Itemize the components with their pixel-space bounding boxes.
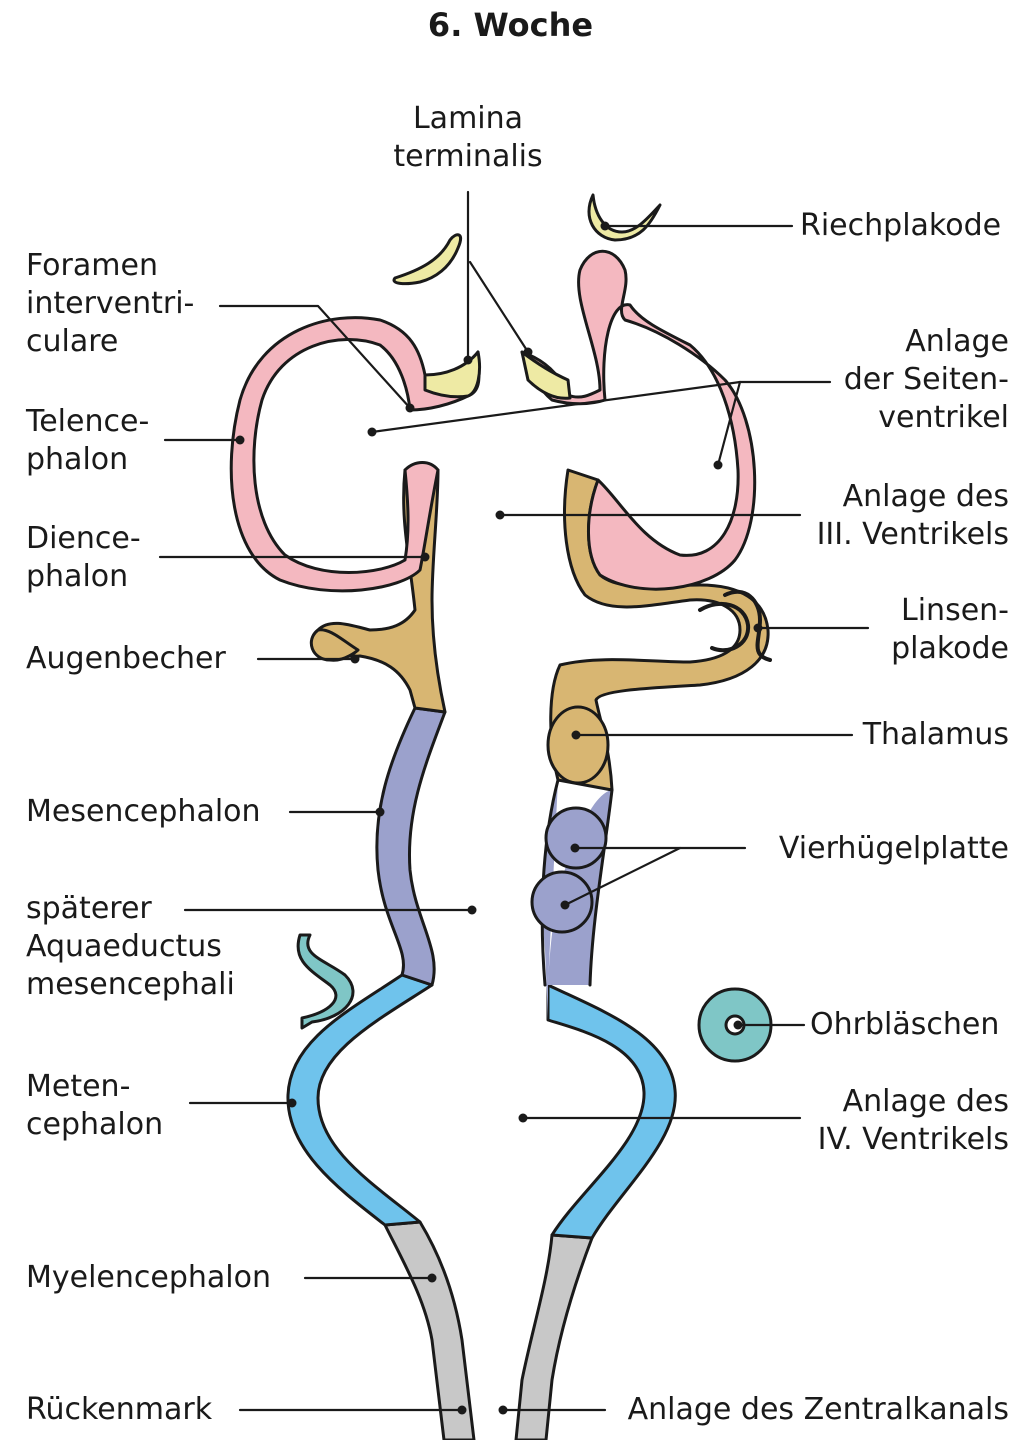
label-ventrikel4: Anlage des IV. Ventrikels xyxy=(818,1083,1009,1159)
thalamus-shape xyxy=(548,707,608,783)
label-thalamus: Thalamus xyxy=(863,716,1009,754)
label-foramen-interventriculare: Foramen interventri- culare xyxy=(26,247,194,361)
vierhuegel-upper xyxy=(546,808,606,868)
label-riechplakode: Riechplakode xyxy=(800,207,1001,245)
label-myelencephalon: Myelencephalon xyxy=(26,1259,271,1297)
label-linsenplakode: Linsen- plakode xyxy=(891,592,1009,668)
label-aquaeductus: späterer Aquaeductus mesencephali xyxy=(26,890,235,1004)
label-vierhuegelplatte: Vierhügelplatte xyxy=(779,830,1009,868)
label-zentralkanal: Anlage des Zentralkanals xyxy=(628,1391,1009,1429)
label-diencephalon: Dience- phalon xyxy=(26,520,141,596)
mesencephalon-left-wall xyxy=(377,708,445,985)
lamina-terminalis-right xyxy=(522,352,570,398)
label-ohrblaeschen: Ohrbläschen xyxy=(810,1006,999,1044)
metencephalon-left-wall xyxy=(288,975,432,1225)
telencephalon-right-hemisphere xyxy=(522,251,755,589)
label-mesencephalon: Mesencephalon xyxy=(26,793,261,831)
metencephalon-right-wall xyxy=(548,985,675,1238)
label-seitenventrikel: Anlage der Seiten- ventrikel xyxy=(844,323,1009,437)
riechplakode-left xyxy=(394,235,461,284)
label-augenbecher: Augenbecher xyxy=(26,640,226,678)
label-telencephalon: Telence- phalon xyxy=(26,403,149,479)
label-lamina-terminalis: Lamina terminalis xyxy=(380,100,556,176)
label-metencephalon: Meten- cephalon xyxy=(26,1068,163,1144)
leader-lamina-right xyxy=(470,262,528,352)
riechplakode-right xyxy=(589,195,660,240)
label-ventrikel3: Anlage des III. Ventrikels xyxy=(817,478,1009,554)
telencephalon-left-hemisphere xyxy=(231,318,479,591)
label-rueckenmark: Rückenmark xyxy=(26,1391,212,1429)
